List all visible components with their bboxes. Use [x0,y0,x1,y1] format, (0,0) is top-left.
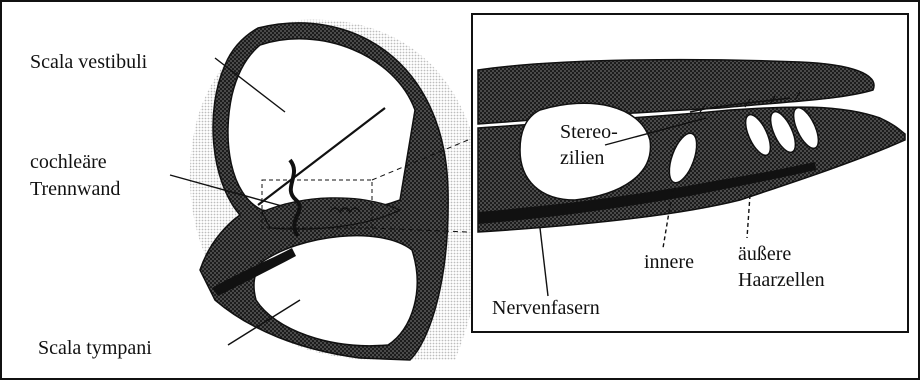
label-cochlear-partition-2: Trennwand [30,178,120,200]
label-nerve-fibers: Nervenfasern [492,297,600,319]
label-scala-tympani: Scala tympani [38,337,152,359]
cochlea-cross-section [190,20,484,360]
label-outer: äußere [738,243,791,265]
magnified-inset [472,14,908,332]
label-stereocilia-1: Stereo- [560,121,618,143]
label-hair-cells: Haarzellen [738,269,825,291]
label-inner: innere [644,251,694,273]
label-scala-vestibuli: Scala vestibuli [30,51,148,73]
label-stereocilia-2: zilien [560,147,604,169]
label-cochlear-partition-1: cochleäre [30,151,107,173]
